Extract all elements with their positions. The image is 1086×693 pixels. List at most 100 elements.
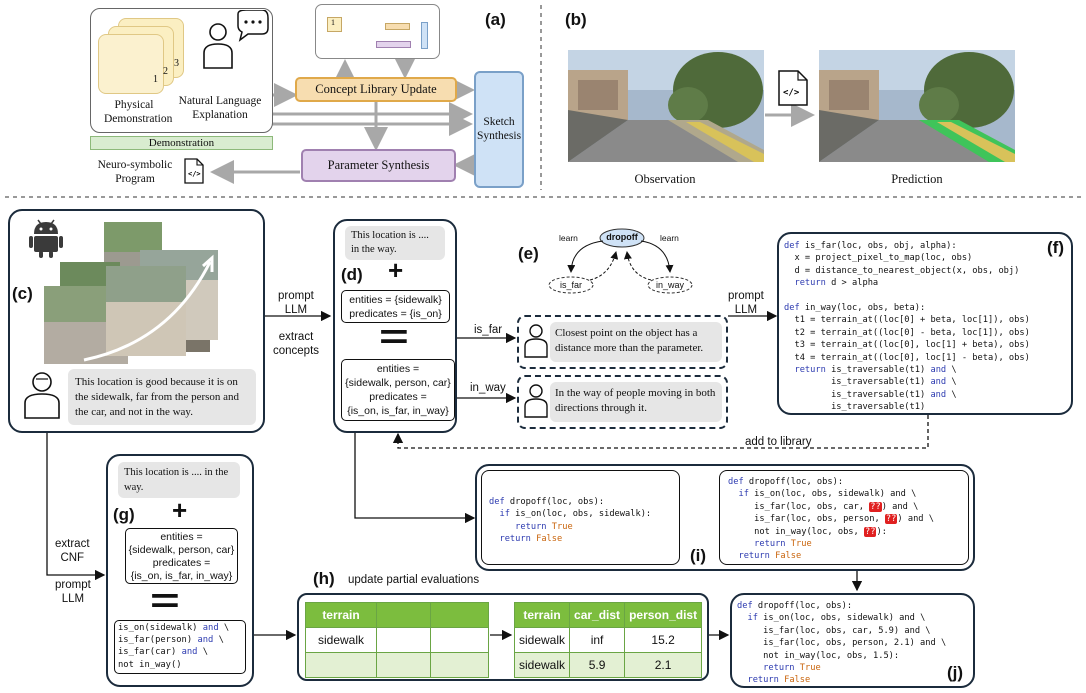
panel-b-label: (b) — [565, 10, 587, 29]
sketch-code-1: def dropoff(loc, obs): if is_on(loc, obs… — [489, 497, 652, 545]
plus-sign-g: + — [172, 495, 188, 525]
learn-label-right: learn — [660, 233, 679, 243]
header-cell: car_dist — [569, 602, 626, 628]
code-file-icon-b: </> — [778, 70, 808, 106]
parameter-synthesis-box: Parameter Synthesis — [301, 149, 456, 182]
thumbnail-concept-bar — [385, 23, 410, 30]
thumbnail-sketch-bar — [421, 22, 428, 49]
person-icon-c — [24, 372, 60, 419]
add-to-library-label: add to library — [745, 436, 812, 448]
panel-i-label: (i) — [690, 546, 707, 565]
card-number-1: 1 — [153, 74, 158, 85]
header-cell: terrain — [305, 602, 377, 628]
is-far-definition: Closest point on the object has a distan… — [550, 322, 722, 362]
panel-c-label: (c) — [12, 284, 33, 303]
table-row: sidewalk — [305, 627, 489, 653]
in-way-node: in_way — [655, 280, 684, 290]
panel-f-label: (f) — [1047, 238, 1064, 257]
is-far-arrow-label: is_far — [474, 324, 503, 336]
panel-a-arrows — [210, 55, 477, 184]
panel-g-cnf-box — [114, 620, 246, 674]
panel-e-label: (e) — [518, 244, 539, 263]
prompt-llm-label: prompt LLM — [278, 290, 314, 316]
neurosymbolic-program-label: Neuro-symbolic Program — [97, 159, 173, 185]
table-header-row: terrain — [305, 602, 489, 628]
prediction-caption: Prediction — [891, 172, 943, 186]
plus-sign-d: + — [388, 255, 404, 285]
panel-d-result-box: entities = {sidewalk, person, car} predi… — [341, 359, 455, 421]
svg-text:</>: </> — [783, 88, 800, 98]
person-speaking-icon — [203, 10, 269, 69]
learn-label-left: learn — [559, 233, 578, 243]
table-cell — [430, 652, 489, 678]
observation-caption: Observation — [634, 172, 696, 186]
demo-card-1 — [98, 34, 164, 94]
equals-sign-g: = — [150, 582, 180, 620]
sketch-candidate-2 — [719, 470, 969, 565]
sketch-code-2: def dropoff(loc, obs): if is_on(loc, obs… — [728, 477, 935, 562]
observation-image — [568, 50, 764, 162]
header-cell — [430, 602, 489, 628]
table-row — [305, 652, 489, 678]
panel-g-speech: This location is .... in the way. — [118, 462, 240, 498]
header-cell: terrain — [513, 602, 571, 628]
table-cell — [376, 627, 431, 653]
panel-g-concepts-box: entities = {sidewalk, person, car} predi… — [125, 528, 238, 584]
panel-h-box — [297, 593, 709, 681]
header-cell: person_dist — [624, 602, 703, 628]
panel-a-label: (a) — [485, 10, 506, 29]
demonstration-photos — [44, 222, 218, 364]
table-cell: sidewalk — [513, 652, 571, 678]
table-row: sidewalk inf 15.2 — [513, 627, 703, 653]
concept-library-update-box: Concept Library Update — [295, 77, 457, 102]
is-far-definition-box — [517, 315, 728, 369]
code-file-icon: </> — [184, 158, 204, 184]
partial-eval-table-after: terrain car_dist person_dist sidewalk in… — [513, 602, 703, 678]
panel-g-label: (g) — [113, 505, 135, 524]
extract-cnf-label: extract CNF — [55, 538, 90, 564]
prompt-llm-label-f: prompt LLM — [728, 290, 764, 316]
person-icon-in-way — [524, 384, 548, 418]
table-cell — [376, 652, 431, 678]
android-icon — [29, 219, 63, 258]
thumbnail-param-bar — [376, 41, 411, 48]
panel-d-label: (d) — [341, 265, 363, 284]
card-number-2: 2 — [163, 66, 168, 77]
prediction-image — [819, 50, 1015, 162]
equals-sign-d: = — [379, 318, 409, 356]
panel-j-label: (j) — [947, 663, 964, 682]
demonstration-box — [90, 8, 273, 133]
panel-g-cnf-code: is_on(sidewalk) and \ is_far(person) and… — [118, 623, 230, 670]
panel-d-speech: This location is .... in the way. — [345, 226, 445, 260]
is-far-node: is_far — [559, 280, 582, 290]
partial-eval-table-before: terrain sidewalk — [305, 602, 489, 678]
svg-text:</>: </> — [188, 170, 201, 178]
table-cell — [430, 627, 489, 653]
nl-explanation-label: Natural Language Explanation — [178, 95, 262, 121]
table-cell — [305, 652, 377, 678]
table-cell: 5.9 — [569, 652, 626, 678]
panel-d-concepts-box: entities = {sidewalk} predicates = {is_o… — [341, 290, 450, 323]
sketch-synthesis-box: Sketch Synthesis — [474, 71, 524, 188]
thumbnail-card — [327, 17, 342, 32]
panel-j-code: def dropoff(loc, obs): if is_on(loc, obs… — [737, 601, 947, 686]
table-cell: sidewalk — [305, 627, 377, 653]
explanation-bubble: This location is good because it is on t… — [68, 369, 256, 425]
dropoff-node: dropoff — [606, 232, 638, 242]
card-number-3: 3 — [174, 58, 179, 69]
in-way-definition: In the way of people moving in both dire… — [550, 382, 722, 422]
person-icon-is-far — [524, 324, 548, 358]
update-partial-label: update partial evaluations — [348, 574, 480, 586]
table-cell: inf — [569, 627, 626, 653]
extract-concepts-label: extract concepts — [273, 331, 320, 357]
panel-h-label: (h) — [313, 569, 335, 588]
physical-demonstration-label: Physical Demonstration — [104, 99, 173, 125]
table-cell: 15.2 — [624, 627, 703, 653]
table-header-row: terrain car_dist person_dist — [513, 602, 703, 628]
panel-f-code: def is_far(loc, obs, obj, alpha): x = pr… — [784, 241, 1030, 413]
table-row: sidewalk 5.9 2.1 — [513, 652, 703, 678]
header-cell — [376, 602, 431, 628]
in-way-arrow-label: in_way — [470, 382, 506, 394]
panel-j-box — [730, 593, 975, 688]
